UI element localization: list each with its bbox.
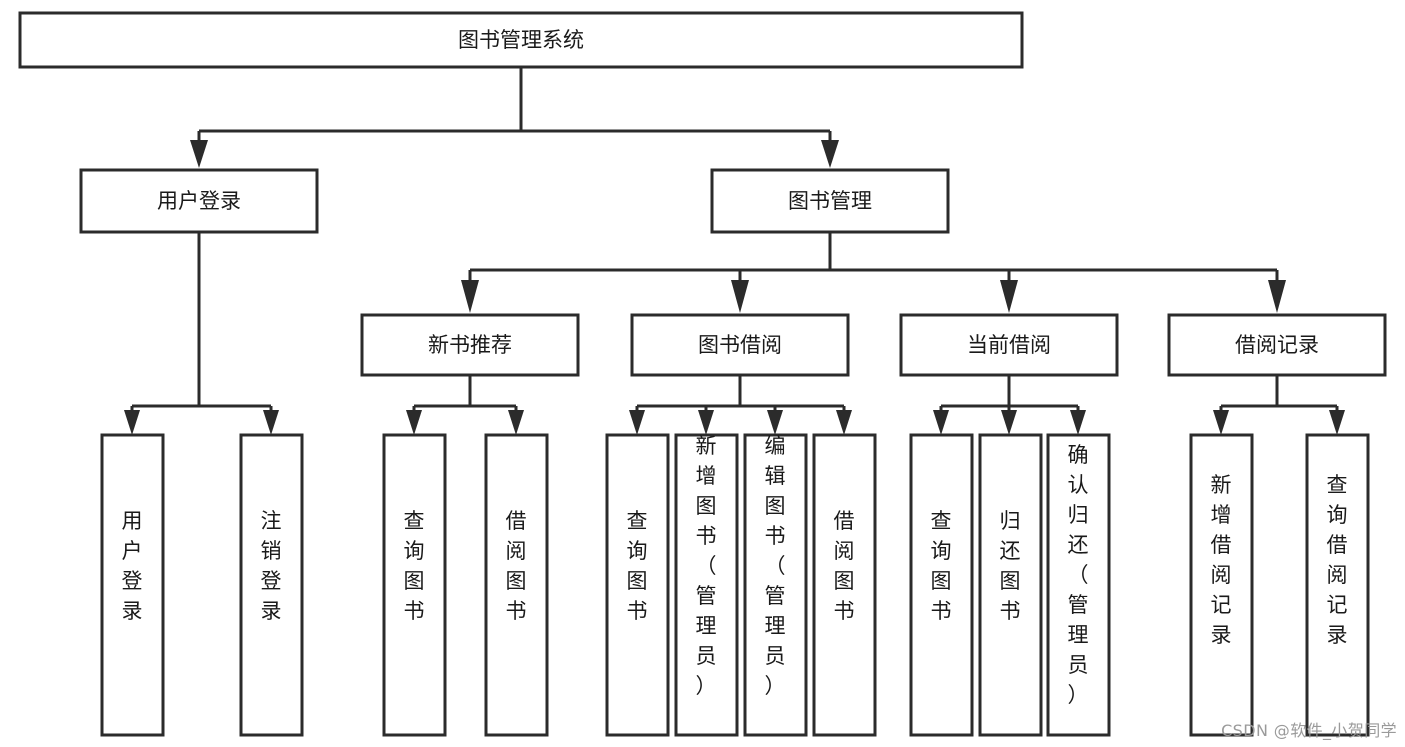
leaf-node-edit-book[interactable]: 编辑图书（管理员） bbox=[743, 433, 808, 737]
leaf-node-borrow-book-recommend[interactable]: 借阅图书 bbox=[484, 433, 549, 737]
leaf-add-book-label: 新增图书（管理员） bbox=[696, 434, 717, 698]
leaf-logout-box[interactable] bbox=[239, 433, 304, 737]
node-new-book-recommend-box[interactable] bbox=[360, 313, 580, 377]
arrowhead-book-borrow bbox=[731, 280, 749, 313]
node-current-borrow[interactable]: 当前借阅 bbox=[899, 313, 1119, 377]
node-book-management-box[interactable] bbox=[710, 168, 950, 234]
node-new-book-recommend-label: 新书推荐 bbox=[428, 333, 512, 357]
leaf-logout-label: 注销登录 bbox=[261, 509, 282, 623]
leaf-confirm-return-box[interactable] bbox=[1046, 433, 1111, 737]
leaf-borrow-book-borrow-box[interactable] bbox=[812, 433, 877, 737]
arrowhead-leaf-logout bbox=[263, 410, 279, 435]
arrowhead-book-mgmt bbox=[821, 140, 839, 168]
node-current-borrow-box[interactable] bbox=[899, 313, 1119, 377]
node-user-login-label: 用户登录 bbox=[157, 189, 241, 213]
node-book-borrow[interactable]: 图书借阅 bbox=[630, 313, 850, 377]
leaf-query-book-borrow-label: 查询图书 bbox=[627, 509, 648, 623]
arrowhead-leaf-query-book-a bbox=[406, 410, 422, 435]
node-book-borrow-label: 图书借阅 bbox=[698, 333, 782, 357]
leaf-query-book-borrow-box[interactable] bbox=[605, 433, 670, 737]
arrowhead-current-borrow bbox=[1000, 280, 1018, 313]
node-book-management[interactable]: 图书管理 bbox=[710, 168, 950, 234]
connectors-root-to-level2 bbox=[190, 67, 839, 168]
leaf-add-book-box[interactable] bbox=[674, 433, 739, 737]
leaf-node-add-borrow-record[interactable]: 新增借阅记录 bbox=[1189, 433, 1254, 737]
arrowhead-leaf-return-book bbox=[1001, 410, 1017, 435]
leaf-borrow-book-borrow-label: 借阅图书 bbox=[834, 509, 855, 623]
leaf-user-login-box[interactable] bbox=[100, 433, 165, 737]
connectors-book-borrow-to-leaves bbox=[629, 375, 852, 435]
leaf-user-login-label: 用户登录 bbox=[122, 509, 143, 623]
node-user-login[interactable]: 用户登录 bbox=[79, 168, 319, 234]
arrowhead-borrow-record bbox=[1268, 280, 1286, 313]
leaf-edit-book-label: 编辑图书（管理员） bbox=[765, 434, 786, 698]
node-root-box[interactable] bbox=[18, 11, 1024, 69]
arrowhead-leaf-edit-book bbox=[767, 410, 783, 435]
node-book-borrow-box[interactable] bbox=[630, 313, 850, 377]
arrowhead-leaf-add-book bbox=[698, 410, 714, 435]
leaf-add-borrow-record-label: 新增借阅记录 bbox=[1211, 473, 1232, 647]
node-book-management-label: 图书管理 bbox=[788, 189, 872, 213]
node-new-book-recommend[interactable]: 新书推荐 bbox=[360, 313, 580, 377]
arrowhead-leaf-confirm-return bbox=[1070, 410, 1086, 435]
arrowhead-leaf-query-record bbox=[1329, 410, 1345, 435]
connectors-current-borrow-to-leaves bbox=[933, 375, 1086, 435]
node-current-borrow-label: 当前借阅 bbox=[967, 333, 1051, 357]
leaf-node-confirm-return[interactable]: 确认归还（管理员） bbox=[1046, 433, 1111, 737]
leaf-return-book-label: 归还图书 bbox=[1000, 509, 1021, 623]
node-borrow-record[interactable]: 借阅记录 bbox=[1167, 313, 1387, 377]
arrowhead-leaf-borrow-book-b bbox=[836, 410, 852, 435]
arrowhead-leaf-user-login bbox=[124, 410, 140, 435]
leaf-borrow-book-recommend-box[interactable] bbox=[484, 433, 549, 737]
arrowhead-leaf-borrow-book-a bbox=[508, 410, 524, 435]
leaf-add-borrow-record-box[interactable] bbox=[1189, 433, 1254, 737]
leaf-query-book-current-box[interactable] bbox=[909, 433, 974, 737]
node-borrow-record-label: 借阅记录 bbox=[1235, 333, 1319, 357]
node-root[interactable]: 图书管理系统 bbox=[18, 11, 1024, 69]
leaf-node-query-borrow-record[interactable]: 查询借阅记录 bbox=[1305, 433, 1370, 737]
leaf-node-query-book-current[interactable]: 查询图书 bbox=[909, 433, 974, 737]
leaf-query-borrow-record-label: 查询借阅记录 bbox=[1327, 473, 1348, 647]
leaf-node-return-book[interactable]: 归还图书 bbox=[978, 433, 1043, 737]
arrowhead-leaf-query-book-c bbox=[933, 410, 949, 435]
connectors-book-mgmt-to-level3 bbox=[461, 232, 1286, 313]
leaf-node-query-book-recommend[interactable]: 查询图书 bbox=[382, 433, 447, 737]
node-borrow-record-box[interactable] bbox=[1167, 313, 1387, 377]
leaf-query-book-recommend-box[interactable] bbox=[382, 433, 447, 737]
leaf-query-borrow-record-box[interactable] bbox=[1305, 433, 1370, 737]
node-root-label: 图书管理系统 bbox=[458, 28, 584, 52]
leaf-node-query-book-borrow[interactable]: 查询图书 bbox=[605, 433, 670, 737]
leaf-return-book-box[interactable] bbox=[978, 433, 1043, 737]
leaf-node-borrow-book-borrow[interactable]: 借阅图书 bbox=[812, 433, 877, 737]
leaf-query-book-current-label: 查询图书 bbox=[931, 509, 952, 623]
leaf-node-logout[interactable]: 注销登录 bbox=[239, 433, 304, 737]
arrowhead-new-book-recommend bbox=[461, 280, 479, 313]
arrowhead-user-login bbox=[190, 140, 208, 168]
leaf-confirm-return-label: 确认归还（管理员） bbox=[1068, 443, 1089, 707]
leaf-node-user-login[interactable]: 用户登录 bbox=[100, 433, 165, 737]
leaf-query-book-recommend-label: 查询图书 bbox=[404, 509, 425, 623]
leaf-node-add-book[interactable]: 新增图书（管理员） bbox=[674, 433, 739, 737]
connectors-user-login-to-leaves bbox=[124, 232, 279, 435]
arrowhead-leaf-query-book-b bbox=[629, 410, 645, 435]
leaf-borrow-book-recommend-label: 借阅图书 bbox=[506, 509, 527, 623]
leaf-edit-book-box[interactable] bbox=[743, 433, 808, 737]
connectors-new-book-to-leaves bbox=[406, 375, 524, 435]
arrowhead-leaf-add-record bbox=[1213, 410, 1229, 435]
connectors-borrow-record-to-leaves bbox=[1213, 375, 1345, 435]
